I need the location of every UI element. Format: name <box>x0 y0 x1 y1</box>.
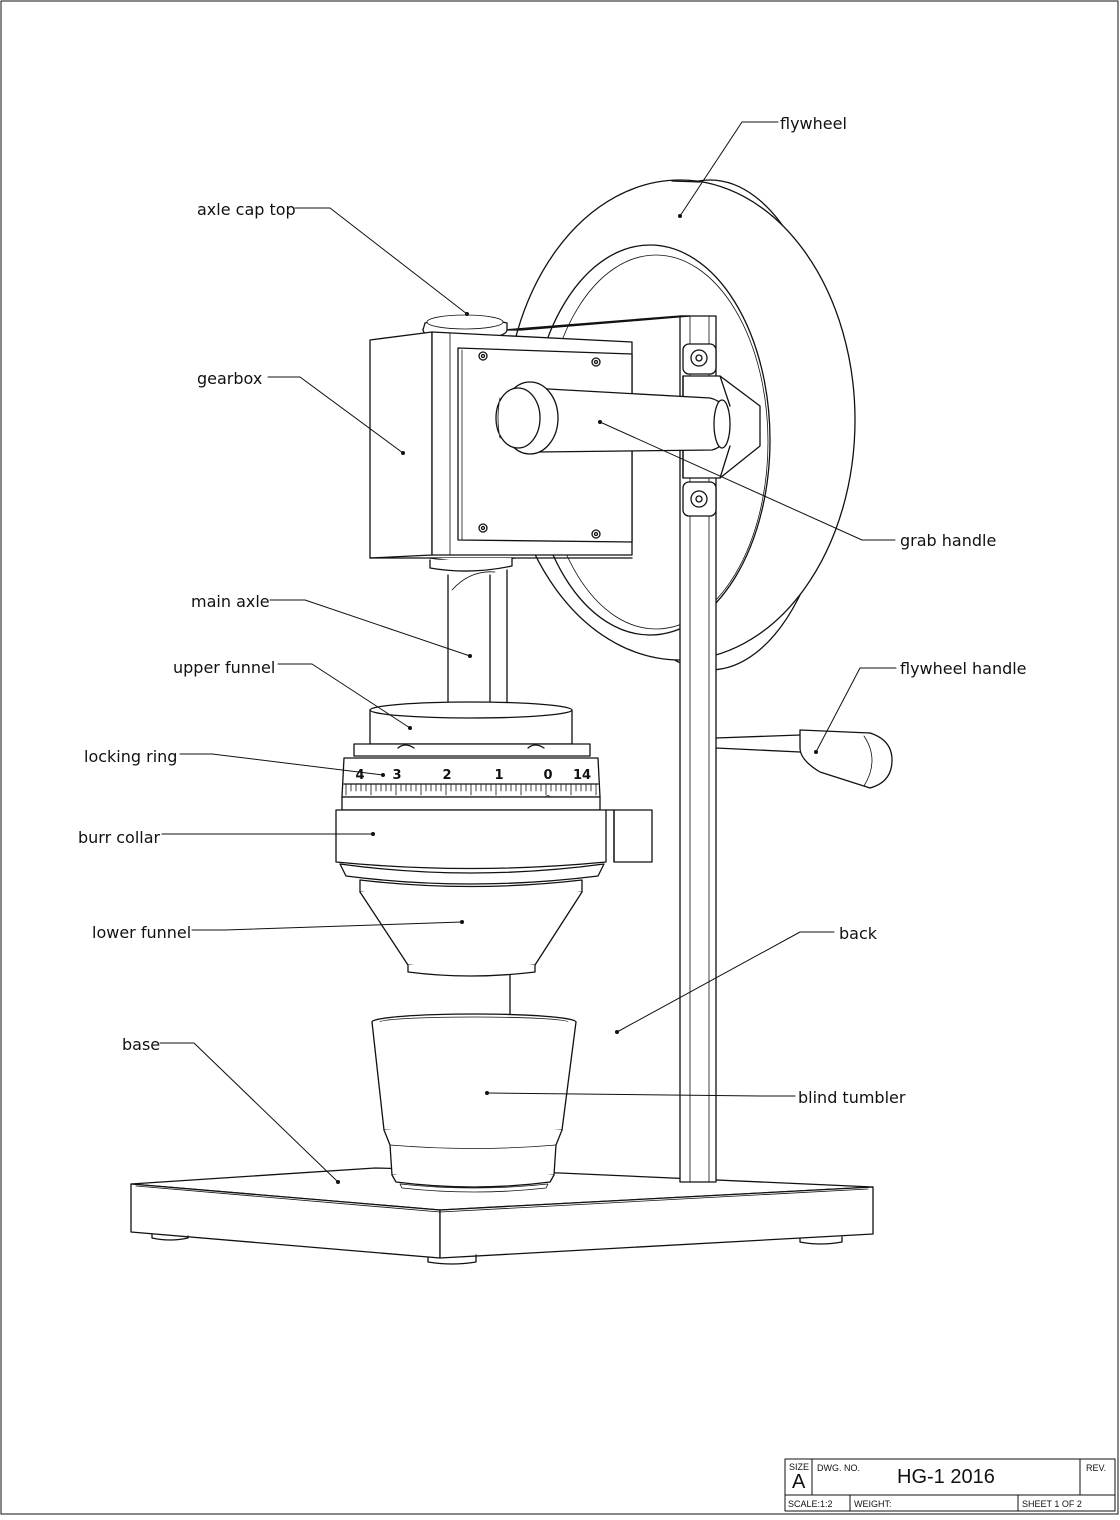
title-rev-label: REV. <box>1086 1463 1107 1473</box>
title-sheet: SHEET 1 OF 2 <box>1022 1499 1082 1509</box>
lower-funnel <box>359 879 583 1021</box>
title-block-frame <box>784 1458 1116 1512</box>
title-size-value: A <box>792 1471 806 1493</box>
burr-collar <box>335 796 653 885</box>
label-axle-cap-top: axle cap top <box>197 200 296 219</box>
title-dwg-no-label: DWG. NO. <box>817 1463 860 1473</box>
dial-number-14: 14 <box>573 768 591 783</box>
dial-number-0: 0 <box>543 768 552 783</box>
label-gearbox: gearbox <box>197 369 263 388</box>
label-lower-funnel: lower funnel <box>92 923 192 942</box>
leader-dots <box>336 214 818 1184</box>
dial-number-3: 3 <box>392 768 401 783</box>
label-upper-funnel: upper funnel <box>173 658 276 677</box>
label-back: back <box>839 924 878 943</box>
leader-lines <box>159 121 897 1183</box>
base-feet <box>151 1233 843 1265</box>
label-flywheel: flywheel <box>780 114 847 133</box>
blind-tumbler <box>371 1013 577 1193</box>
flywheel-handle <box>715 729 893 789</box>
label-grab-handle: grab handle <box>900 531 997 550</box>
dial-number-1: 1 <box>494 768 503 783</box>
label-blind-tumbler: blind tumbler <box>798 1088 906 1107</box>
label-main-axle: main axle <box>191 592 270 611</box>
label-burr-collar: burr collar <box>78 828 161 847</box>
upper-funnel <box>353 701 591 757</box>
base-plate <box>130 1167 874 1259</box>
grab-handle <box>495 381 731 455</box>
dial-number-4: 4 <box>355 768 364 783</box>
label-flywheel-handle: flywheel handle <box>900 659 1027 678</box>
title-dwg-no-value: HG-1 2016 <box>897 1466 995 1488</box>
main-axle <box>429 557 513 706</box>
dial-ticks <box>345 783 597 796</box>
title-weight: WEIGHT: <box>854 1499 892 1509</box>
label-base: base <box>122 1035 161 1054</box>
cover-screws <box>478 351 601 539</box>
dial-number-2: 2 <box>442 768 451 783</box>
label-locking-ring: locking ring <box>84 747 178 766</box>
locking-ring: 4 3 2 1 0 14 0 <box>341 757 601 803</box>
title-scale: SCALE:1:2 <box>788 1499 833 1509</box>
title-size-label: SIZE <box>789 1462 810 1472</box>
